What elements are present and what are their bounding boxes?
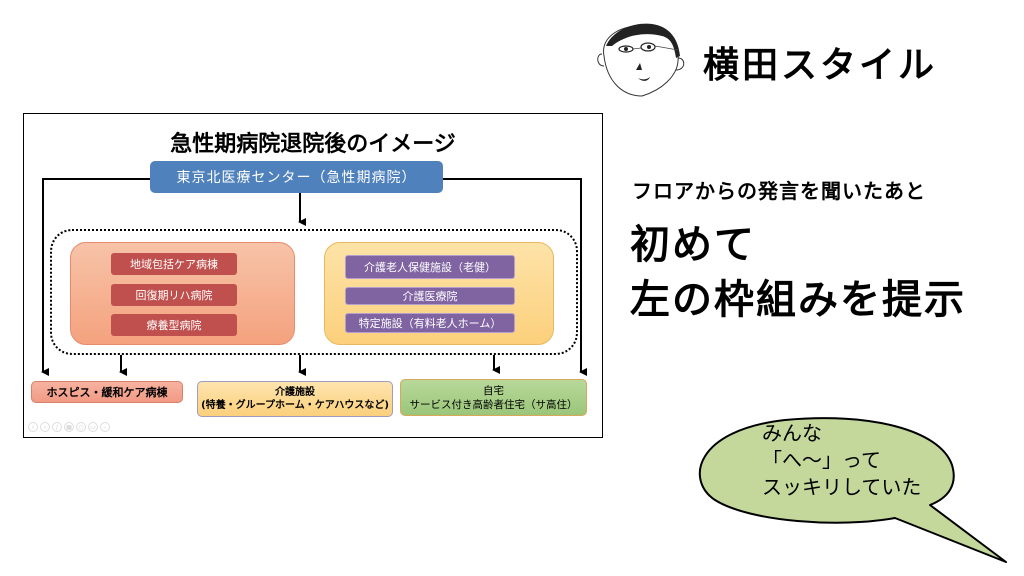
slide-preview: 急性期病院退院後のイメージ 東京北医療センター（急性期病院） 地域包括ケア病棟 …: [23, 113, 603, 438]
pen-icon[interactable]: /: [52, 422, 62, 432]
subtitles-icon[interactable]: ▭: [88, 422, 98, 432]
hospital-group-box: 地域包括ケア病棟 回復期リハ病院 療養型病院: [70, 242, 295, 345]
brand-title: 横田スタイル: [703, 45, 938, 86]
care-item: 特定施設（有料老人ホーム）: [345, 313, 515, 333]
slides-icon[interactable]: ▦: [64, 422, 74, 432]
speech-bubble: [698, 417, 1007, 563]
hospice-box: ホスピス・緩和ケア病棟: [31, 381, 183, 403]
hospital-item: 地域包括ケア病棟: [111, 253, 237, 275]
headline-line-1: 初めて: [630, 222, 756, 268]
speech-bubble-text: みんな 「へ～」って スッキリしていた: [762, 420, 921, 501]
headline-line-2: 左の枠組みを提示: [630, 277, 966, 323]
care-facility-box: 介護施設 (特養・グループホーム・ケアハウスなど): [197, 381, 393, 417]
acute-hospital-box: 東京北医療センター（急性期病院）: [150, 161, 443, 193]
hospital-item: 回復期リハ病院: [111, 284, 237, 306]
slide-title: 急性期病院退院後のイメージ: [170, 132, 456, 157]
commentary-headline: 初めて 左の枠組みを提示: [630, 218, 966, 328]
prev-icon[interactable]: ‹: [28, 422, 38, 432]
care-item: 介護医療院: [345, 287, 515, 305]
care-group-box: 介護老人保健施設（老健） 介護医療院 特定施設（有料老人ホーム）: [324, 242, 554, 345]
bubble-line-3: スッキリしていた: [762, 475, 922, 499]
home-box: 自宅 サービス付き高齢者住宅（サ高住）: [400, 379, 587, 416]
zoom-icon[interactable]: ○: [76, 422, 86, 432]
hospital-item: 療養型病院: [111, 314, 237, 336]
bubble-line-2: 「へ～」って: [762, 448, 881, 472]
home-title: 自宅: [483, 384, 504, 397]
care-item: 介護老人保健施設（老健）: [345, 255, 515, 279]
more-icon[interactable]: –: [100, 422, 110, 432]
care-facility-detail: (特養・グループホーム・ケアハウスなど): [201, 400, 389, 411]
home-detail: サービス付き高齢者住宅（サ高住）: [409, 398, 578, 411]
bubble-line-1: みんな: [762, 421, 822, 445]
care-facility-title: 介護施設: [275, 387, 315, 398]
commentary-caption: フロアからの発言を聞いたあと: [632, 179, 926, 203]
slide-controls: ‹ › / ▦ ○ ▭ –: [28, 422, 110, 432]
next-icon[interactable]: ›: [40, 422, 50, 432]
hand-drawn-face-icon: [597, 23, 685, 97]
